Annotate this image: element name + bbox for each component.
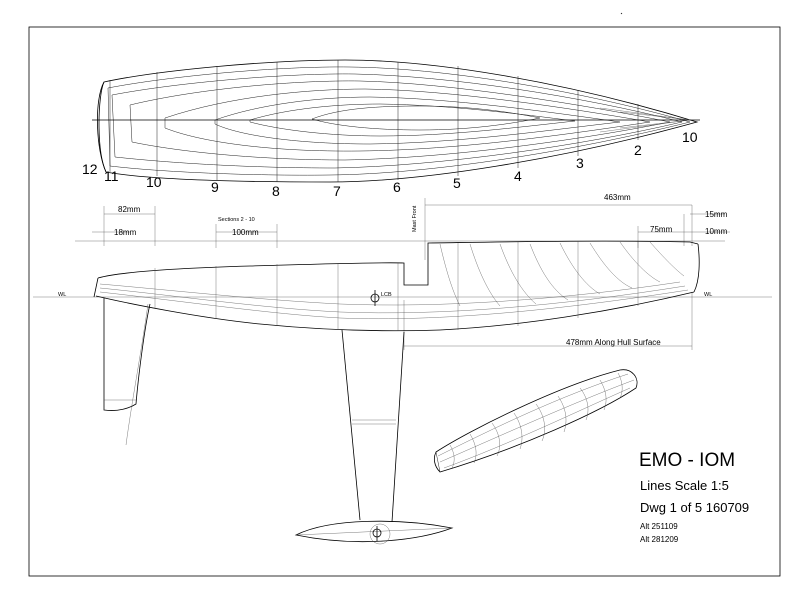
plan-bow-rays bbox=[599, 107, 691, 133]
station-label: 10 bbox=[146, 174, 162, 190]
iso-hull-outline bbox=[433, 369, 638, 473]
station-label: 5 bbox=[453, 175, 461, 191]
plan-stations bbox=[109, 60, 639, 182]
station-label: 3 bbox=[576, 155, 584, 171]
profile-stations bbox=[154, 241, 639, 331]
dim-15mm: 15mm bbox=[705, 210, 728, 219]
title-block: EMO - IOM Lines Scale 1:5 Dwg 1 of 5 160… bbox=[639, 450, 749, 544]
isometric-view bbox=[433, 369, 638, 473]
plan-level-4 bbox=[164, 88, 651, 152]
plan-level-2 bbox=[111, 73, 683, 169]
profile-sheer bbox=[97, 240, 699, 286]
rudder-stock bbox=[125, 303, 149, 446]
station-label: 2 bbox=[634, 142, 642, 158]
alteration-2: Alt 281209 bbox=[640, 535, 679, 544]
station-label: 4 bbox=[514, 168, 522, 184]
profile-section-curves bbox=[439, 241, 685, 307]
station-label: 6 bbox=[393, 179, 401, 195]
plan-level-6 bbox=[249, 103, 576, 137]
drawing-border bbox=[28, 26, 781, 577]
station-label: 9 bbox=[211, 179, 219, 195]
dim-10mm: 10mm bbox=[705, 227, 728, 236]
plan-level-3 bbox=[129, 80, 671, 161]
rudder bbox=[103, 298, 151, 411]
plan-level-1 bbox=[107, 66, 691, 176]
dim-82mm: 82mm bbox=[118, 205, 141, 214]
plan-hull-outline bbox=[97, 59, 699, 183]
profile-bow bbox=[693, 243, 700, 293]
profile-transom bbox=[93, 277, 99, 298]
profile-buttocks bbox=[99, 281, 689, 319]
lcb-label: LCB bbox=[381, 292, 392, 298]
waterline-label-right: WL bbox=[704, 292, 712, 298]
station-label: 12 bbox=[82, 161, 98, 177]
keel-fin bbox=[341, 329, 405, 523]
station-label: 7 bbox=[333, 183, 341, 199]
waterline-label-left: WL bbox=[58, 292, 66, 298]
dim-18mm: 18mm bbox=[114, 228, 137, 237]
sections-label: Sections 2 - 10 bbox=[218, 217, 255, 223]
dim-478mm-hull-surface: 478mm Along Hull Surface bbox=[566, 338, 661, 347]
plan-view: 12 11 10 9 8 7 6 5 4 3 2 10 bbox=[82, 59, 700, 199]
alteration-1: Alt 251109 bbox=[640, 522, 678, 531]
plan-level-7 bbox=[311, 105, 541, 131]
station-label: 10 bbox=[682, 129, 698, 145]
dimensions: 82mm 18mm Sections 2 - 10 100mm Mast Fro… bbox=[75, 193, 730, 350]
lines-scale: Lines Scale 1:5 bbox=[640, 478, 729, 493]
dim-100mm: 100mm bbox=[232, 228, 259, 237]
drawing-title: EMO - IOM bbox=[639, 450, 735, 471]
iso-hull-grid bbox=[437, 372, 635, 469]
profile-bottom bbox=[95, 291, 695, 332]
dim-463mm: 463mm bbox=[604, 193, 631, 202]
drawing-number: Dwg 1 of 5 160709 bbox=[640, 500, 749, 515]
dim-75mm: 75mm bbox=[650, 225, 673, 234]
bulb-cg-marker bbox=[369, 523, 391, 545]
plan-transom bbox=[98, 81, 107, 173]
station-label: 11 bbox=[104, 168, 119, 184]
station-label: 8 bbox=[272, 183, 280, 199]
corner-mark bbox=[620, 12, 623, 15]
profile-view: WL WL LCB bbox=[33, 240, 772, 545]
mast-front-label: Mast Front bbox=[412, 205, 418, 232]
plan-level-5 bbox=[214, 96, 621, 145]
